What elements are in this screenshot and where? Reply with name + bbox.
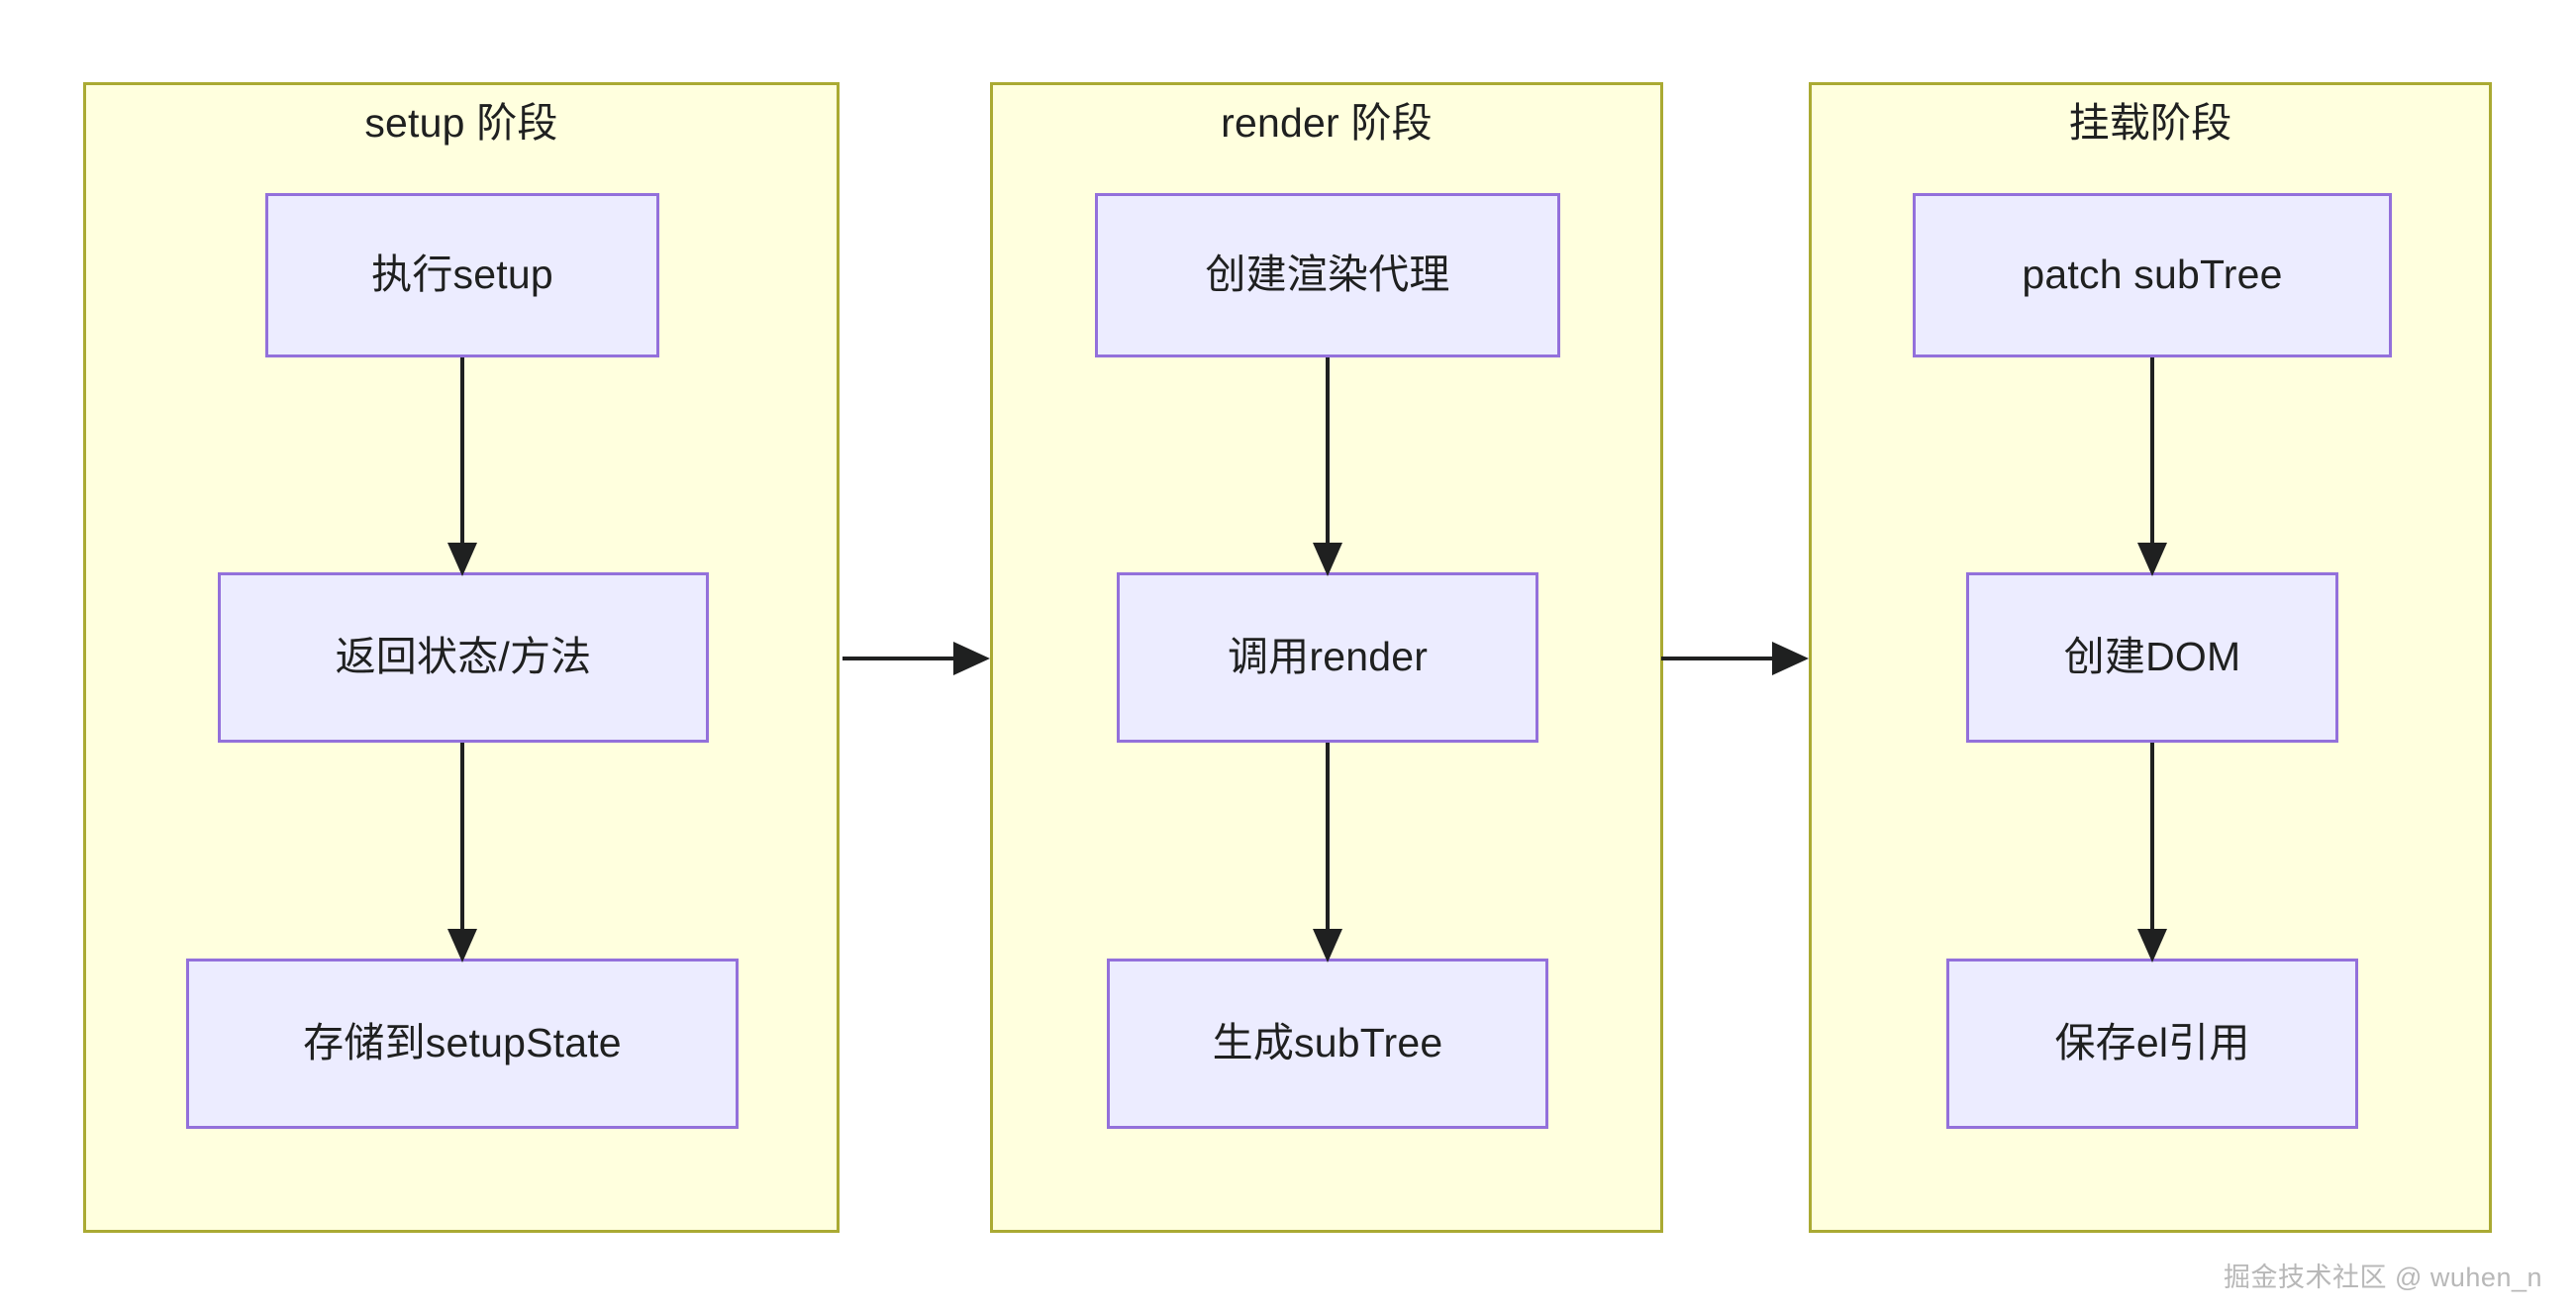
watermark-label: 掘金技术社区 @ wuhen_n (2223, 1263, 2542, 1292)
node-store-state[interactable]: 存储到setupState (186, 959, 739, 1129)
node-patch-subtree[interactable]: patch subTree (1913, 193, 2392, 357)
node-label-store-state: 存储到setupState (303, 1020, 622, 1066)
node-label-save-el: 保存el引用 (2054, 1020, 2250, 1066)
node-call-render[interactable]: 调用render (1117, 572, 1538, 743)
subgraph-title-render-phase: render 阶段 (1221, 100, 1433, 146)
node-label-make-subtree: 生成subTree (1212, 1020, 1443, 1066)
node-label-patch-subtree: patch subTree (2022, 252, 2283, 298)
node-label-create-proxy: 创建渲染代理 (1205, 252, 1450, 298)
node-return-state[interactable]: 返回状态/方法 (218, 572, 709, 743)
node-make-subtree[interactable]: 生成subTree (1107, 959, 1548, 1129)
edge-setup-phase-to-render-phase (842, 642, 990, 675)
subgraph-title-setup-phase: setup 阶段 (364, 100, 558, 146)
subgraph-title-mount-phase: 挂载阶段 (2068, 100, 2232, 146)
node-save-el[interactable]: 保存el引用 (1946, 959, 2358, 1129)
node-label-return-state: 返回状态/方法 (335, 634, 592, 680)
node-create-dom[interactable]: 创建DOM (1966, 572, 2338, 743)
node-exec-setup[interactable]: 执行setup (265, 193, 659, 357)
node-label-create-dom: 创建DOM (2063, 634, 2241, 680)
edge-render-phase-to-mount-phase (1661, 642, 1809, 675)
node-create-proxy[interactable]: 创建渲染代理 (1095, 193, 1560, 357)
node-label-exec-setup: 执行setup (371, 252, 553, 298)
node-label-call-render: 调用render (1227, 634, 1429, 680)
